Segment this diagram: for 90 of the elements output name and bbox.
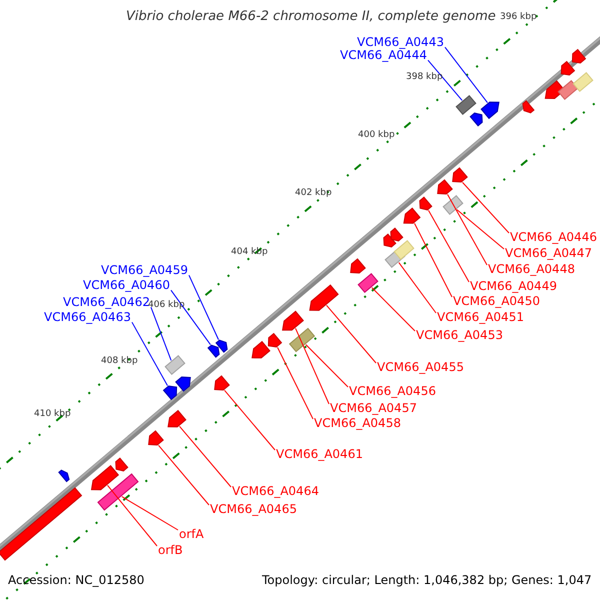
gene-feature [558,80,578,100]
gene-feature [162,386,178,400]
gene-label: VCM66_A0453 [416,329,503,342]
leader-line [462,182,510,234]
gene-feature [268,332,282,348]
gene-label: orfB [158,544,183,558]
tick-label: 398 kbp [406,73,443,83]
leader-line [427,60,463,101]
gene-label: VCM66_A0443 [357,36,444,50]
gene-feature [419,196,432,210]
gene-feature [403,208,421,224]
leader-line [150,306,172,361]
gene-feature [215,340,228,353]
leader-line [428,210,470,282]
tick-label: 410 kbp [34,410,71,420]
gene-feature [572,48,586,64]
gene-label: VCM66_A0463 [44,311,131,324]
accession-text: Accession: NC_012580 [8,574,144,588]
gene-label: VCM66_A0456 [349,385,436,398]
gene-feature [148,430,164,446]
gene-feature [452,167,468,183]
gene-label: VCM66_A0455 [377,361,464,374]
gene-feature [480,102,500,120]
gene-feature [97,473,139,511]
map-title: Vibrio cholerae M66-2 chromosome II, complete genome [126,10,496,24]
gene-feature [442,195,464,215]
gene-feature [572,72,594,92]
tick-label: 408 kbp [101,357,138,367]
gene-label: VCM66_A0448 [488,263,575,276]
gene-feature [470,112,483,127]
tick-label: 402 kbp [295,189,332,199]
tick-label: 404 kbp [231,248,268,258]
gene-feature [90,465,120,490]
leader-line [447,194,488,266]
gene-feature [394,240,414,260]
gene-feature [0,487,82,561]
leader-line [179,426,232,488]
leader-line [121,496,178,530]
gene-feature [390,227,404,242]
gene-label: VCM66_A0457 [330,402,417,416]
leader-line [224,390,276,450]
gene-feature [437,179,453,195]
gene-feature [164,355,186,375]
gene-label: VCM66_A0446 [510,231,597,244]
gene-feature [175,376,191,392]
gene-feature [207,344,220,358]
leader-line [158,444,210,506]
gene-feature [456,95,476,115]
gene-label: VCM66_A0464 [232,485,319,498]
gene-feature [58,470,70,482]
leader-line [414,222,452,298]
gene-feature [358,273,378,293]
gene-feature [288,328,316,352]
gene-feature [309,284,339,311]
gene-feature [282,310,304,331]
leader-line [305,344,348,388]
gene-feature [115,457,128,472]
gene-label: VCM66_A0450 [453,295,540,308]
gene-label: VCM66_A0465 [210,503,297,516]
gene-label: VCM66_A0449 [470,280,557,294]
gene-label: VCM66_A0460 [83,279,170,292]
leader-line [295,328,330,404]
leader-line [456,209,504,250]
gene-feature [383,233,396,248]
tick-label: 400 kbp [358,131,395,141]
gene-feature [252,340,270,358]
leader-line [444,46,488,104]
gene-feature [214,375,230,391]
leader-line [188,274,219,340]
leader-line [131,322,168,386]
gene-label: VCM66_A0444 [340,49,427,62]
gene-label: orfA [179,528,204,542]
leader-line [107,484,158,546]
leader-line [170,290,211,346]
leader-line [398,262,436,314]
gene-feature [560,60,576,76]
gene-label: VCM66_A0459 [101,264,188,278]
gene-feature [168,410,186,428]
leader-line [326,304,376,364]
leader-line [277,346,314,420]
gene-label: VCM66_A0447 [505,247,592,260]
genome-summary-text: Topology: circular; Length: 1,046,382 bp; Genes: 1,047 [262,574,592,588]
gene-label: VCM66_A0462 [63,296,150,310]
gene-label: VCM66_A0458 [314,417,401,430]
gene-feature [522,100,535,114]
gene-feature [350,258,366,274]
tick-label: 396 kbp [500,13,537,23]
gene-label: VCM66_A0461 [276,448,363,462]
leader-line [371,287,416,332]
gene-label: VCM66_A0451 [437,311,524,324]
